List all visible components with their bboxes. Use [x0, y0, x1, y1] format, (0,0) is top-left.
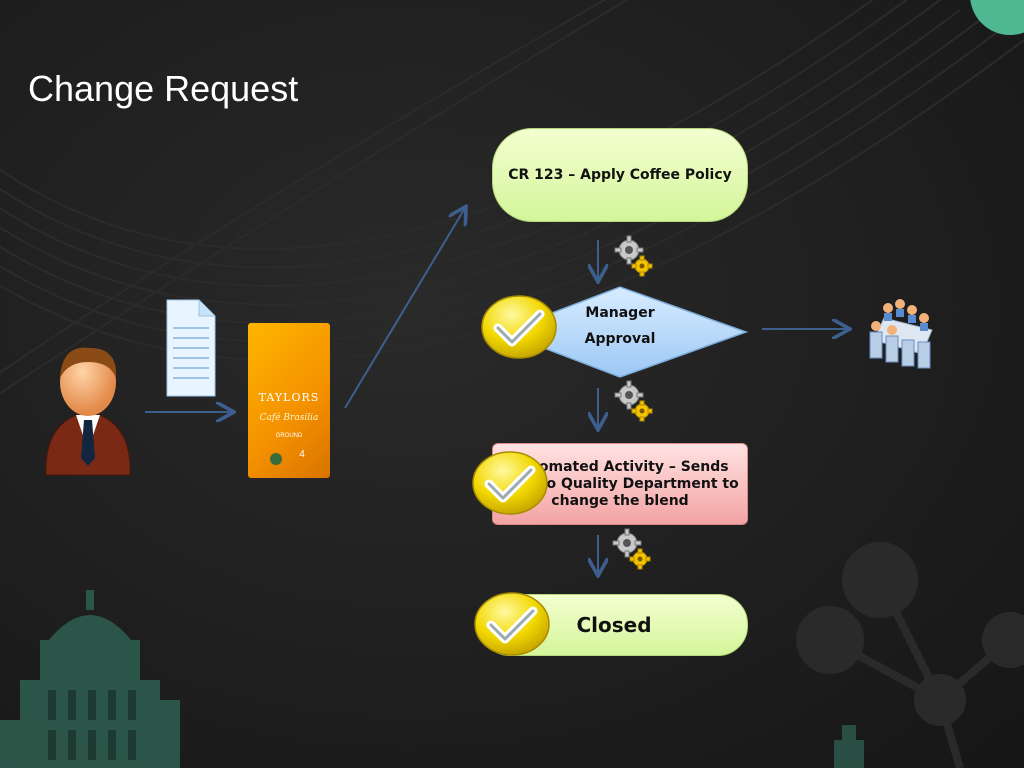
arrow-product-to-request: [344, 208, 465, 409]
automated-activity-label: Automated Activity – Sends mail to Quali…: [501, 458, 739, 509]
corner-circle: [970, 0, 1024, 35]
checkmark-icon: [474, 592, 550, 656]
change-request-node[interactable]: CR 123 – Apply Coffee Policy: [492, 128, 748, 222]
approval-label-line1: Manager: [585, 305, 655, 321]
coffee-strength: 4: [299, 449, 305, 460]
gears-icon: [614, 235, 653, 277]
change-request-label: CR 123 – Apply Coffee Policy: [508, 167, 732, 183]
checkmark-icon: [472, 451, 548, 515]
checkmark-icon: [481, 295, 557, 359]
approval-decision-node[interactable]: [500, 285, 750, 379]
meeting-icon: [869, 299, 933, 369]
coffee-brand: TAYLORS: [258, 391, 320, 404]
approval-label-line2: Approval: [584, 331, 656, 347]
slide-title: Change Request: [28, 68, 299, 109]
coffee-name: Café Brasilia: [259, 413, 319, 423]
automated-activity-node[interactable]: Automated Activity – Sends mail to Quali…: [492, 443, 748, 525]
closed-label: Closed: [576, 613, 652, 637]
approval-label: Manager Approval: [560, 300, 680, 352]
building-silhouette: [0, 590, 180, 768]
certification-badge: [270, 453, 282, 465]
gears-icon: [614, 380, 653, 422]
coffee-pack-image: TAYLORS Café Brasilia GROUND 4: [248, 323, 330, 478]
user-icon: [45, 347, 131, 476]
coffee-subtitle: GROUND: [275, 433, 303, 439]
gears-icon: [612, 528, 651, 570]
document-icon: [166, 299, 216, 397]
